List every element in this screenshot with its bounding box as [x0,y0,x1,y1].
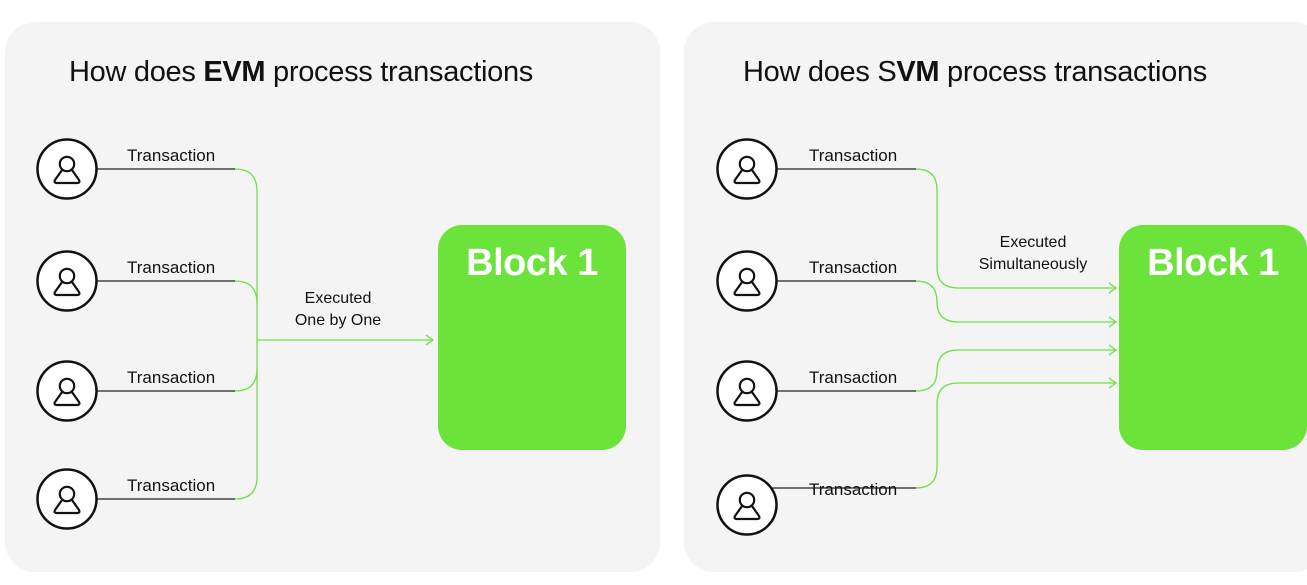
transaction-label: Transaction [809,480,898,499]
block-box: Block 1 [438,225,626,450]
transaction-label: Transaction [127,258,216,277]
user-icon [36,138,98,200]
transaction-label: Transaction [127,146,216,165]
user-icon [716,474,778,536]
user-icon [36,250,98,312]
executed-label: Executed Simultaneously [978,234,1088,273]
svm-title-bold: VM [896,56,940,88]
user-icon [36,360,98,422]
user-icon [716,138,778,200]
executed-label: Executed One by One [294,290,382,329]
transaction-label: Transaction [809,258,898,277]
transaction-label: Transaction [127,476,216,495]
block-label: Block 1 [1147,242,1279,284]
user-icon [36,468,98,530]
block-box: Block 1 [1119,225,1307,450]
user-icon [716,360,778,422]
user-icon [716,250,778,312]
transaction-label: Transaction [809,368,898,387]
evm-panel: How does EVM process transactions Transa… [5,22,660,572]
svm-panel: How does SVM process transactions Transa… [684,22,1307,572]
svm-title: How does SVM process transactions [743,56,1207,88]
block-label: Block 1 [466,242,598,284]
transaction-label: Transaction [809,146,898,165]
evm-title: How does EVM process transactions [69,56,533,88]
transaction-label: Transaction [127,368,216,387]
evm-title-bold: EVM [203,56,266,88]
